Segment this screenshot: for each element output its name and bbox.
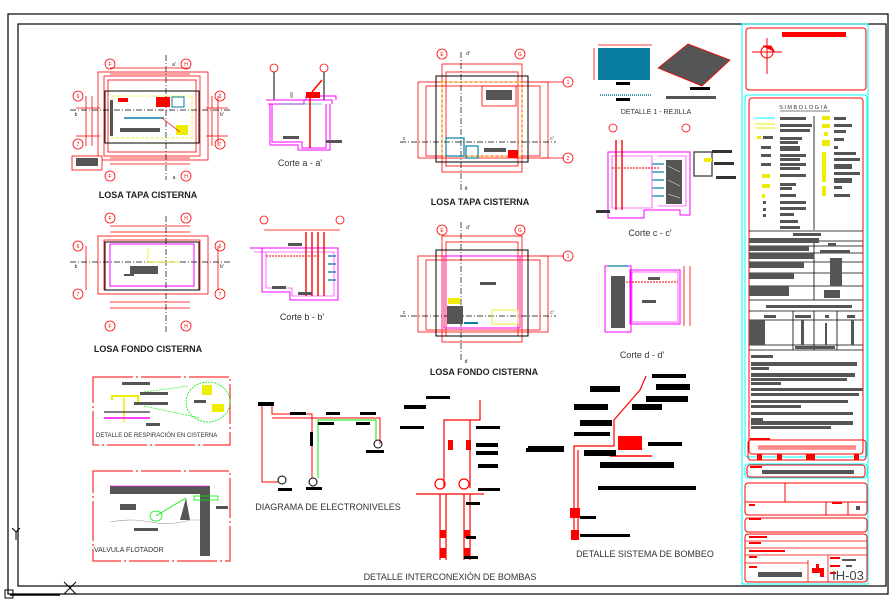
svg-text:c: c (403, 310, 406, 316)
view-title: Corte d - d' (620, 350, 665, 360)
view-title: DIAGRAMA DE ELECTRONIVELES (255, 502, 401, 512)
view-title: DETALLE INTERCONEXIÓN DE BOMBAS (364, 572, 537, 582)
view-title: DETALLE DE RESPIRACIÓN EN CISTERNA (96, 432, 217, 439)
svg-text:H: H (184, 62, 188, 68)
svg-text:F: F (108, 324, 111, 330)
title-block: SIMBOLOGIA (741, 23, 869, 585)
svg-text:d: d (465, 359, 468, 365)
view-corte-dd[interactable]: Corte d - d' (604, 265, 691, 360)
view-detalle-rejilla[interactable]: DETALLE 1 - REJILLA (593, 43, 731, 116)
view-title: LOSA TAPA CISTERNA (99, 190, 198, 200)
svg-text:7: 7 (219, 142, 222, 148)
svg-text:H: H (184, 174, 188, 180)
view-corte-bb[interactable]: Corte b - b' (250, 215, 345, 322)
view-title: DETALLE 1 - REJILLA (621, 109, 692, 116)
svg-text:1: 1 (567, 254, 570, 260)
view-losa-tapa-cisterna-2[interactable]: E G 1 2 c c' d' d LOSA TAPA CISTERNA (400, 48, 574, 207)
svg-text:E: E (440, 228, 444, 234)
north-arrow-icon (752, 38, 782, 74)
svg-text:b: b (75, 264, 78, 270)
view-corte-aa[interactable]: Corte a - a' (266, 63, 342, 168)
view-title: LOSA FONDO CISTERNA (94, 344, 203, 354)
view-detalle-interconexion[interactable]: DETALLE INTERCONEXIÓN DE BOMBAS (364, 396, 544, 582)
view-losa-tapa-cisterna-1[interactable]: F H F H 6 6 7 7 b b' a' a LOSA TAPA CISTERNA (70, 55, 230, 200)
svg-text:1: 1 (567, 80, 570, 86)
view-title: Corte b - b' (280, 312, 325, 322)
svg-text:d': d' (466, 51, 470, 57)
svg-text:H: H (184, 216, 188, 222)
svg-text:b': b' (220, 264, 224, 270)
svg-text:a: a (173, 175, 176, 181)
view-losa-fondo-cisterna-1[interactable]: F H F H 6 6 7 7 b b' LOSA FONDO CISTERNA (70, 212, 230, 354)
view-title: Corte a - a' (278, 158, 323, 168)
view-corte-cc[interactable]: Corte c - c' (596, 123, 736, 238)
svg-text:6: 6 (77, 94, 80, 100)
view-title: DETALLE SISTEMA DE BOMBEO (576, 549, 714, 559)
svg-text:G: G (518, 52, 522, 58)
svg-text:6: 6 (219, 94, 222, 100)
svg-text:b': b' (220, 112, 224, 118)
svg-text:F: F (108, 216, 111, 222)
svg-text:7: 7 (77, 142, 80, 148)
view-title: VALVULA FLOTADOR (94, 547, 164, 554)
svg-text:c': c' (550, 310, 554, 316)
svg-text:c': c' (550, 136, 554, 142)
svg-text:7: 7 (77, 292, 80, 298)
faucet-icon (812, 564, 824, 577)
view-detalle-sistema-bombeo[interactable]: DETALLE SISTEMA DE BOMBEO (528, 374, 714, 559)
svg-text:2: 2 (567, 156, 570, 162)
svg-text:F: F (108, 62, 111, 68)
svg-text:d': d' (466, 225, 470, 231)
svg-text:d: d (465, 186, 468, 192)
view-losa-fondo-cisterna-2[interactable]: E G 1 c c' d' d LOSA FONDO CISTERNA (400, 222, 574, 377)
svg-text:6: 6 (77, 244, 80, 250)
svg-text:a': a' (172, 62, 176, 68)
sheet-number: IH-03 (832, 568, 864, 583)
view-detalle-respiracion[interactable]: DETALLE DE RESPIRACIÓN EN CISTERNA (92, 376, 231, 446)
view-diagrama-electroniveles[interactable]: DIAGRAMA DE ELECTRONIVELES (255, 402, 401, 512)
svg-text:E: E (440, 52, 444, 58)
svg-text:6: 6 (219, 244, 222, 250)
svg-text:c: c (403, 136, 406, 142)
svg-text:H: H (184, 324, 188, 330)
svg-text:7: 7 (219, 292, 222, 298)
svg-text:b: b (75, 112, 78, 118)
view-title: Corte c - c' (628, 228, 672, 238)
svg-text:G: G (518, 228, 522, 234)
view-valvula-flotador[interactable]: VALVULA FLOTADOR (92, 470, 231, 562)
sheet-border (7, 13, 889, 595)
ucs-icon (4, 527, 77, 599)
view-title: LOSA FONDO CISTERNA (430, 367, 539, 377)
svg-text:F: F (108, 174, 111, 180)
view-title: LOSA TAPA CISTERNA (431, 197, 530, 207)
legend-title: SIMBOLOGIA (779, 105, 829, 111)
